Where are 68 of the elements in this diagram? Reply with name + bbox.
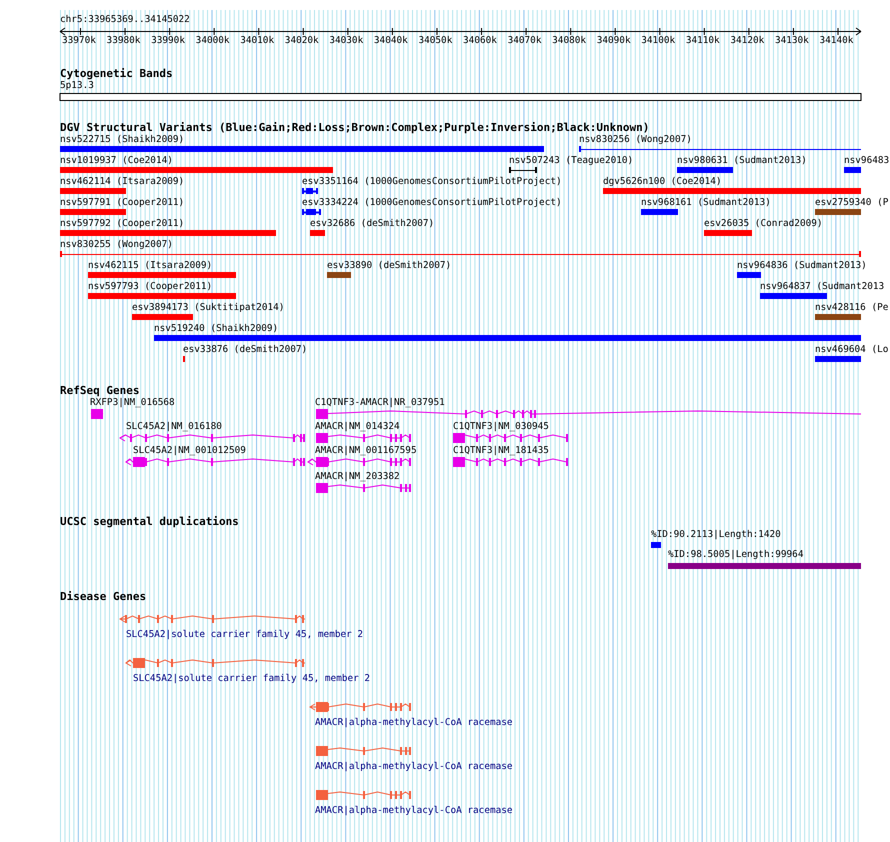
track-title: Disease Genes bbox=[60, 590, 146, 603]
tick-label: 33990k bbox=[151, 35, 185, 47]
gene-label: C1QTNF3|NM_030945 bbox=[453, 421, 549, 433]
variant-label: nsv462115 (Itsara2009) bbox=[88, 260, 212, 272]
variant-label: nsv462114 (Itsara2009) bbox=[60, 176, 184, 188]
track-title: UCSC segmental duplications bbox=[60, 515, 239, 528]
tick-label: 34060k bbox=[463, 35, 497, 47]
disease-gene-label: AMACR|alpha-methylacyl-CoA racemase bbox=[315, 761, 513, 773]
track-title: DGV Structural Variants (Blue:Gain;Red:Loss;Brown:Complex;Purple:Inversion;Black:Unknown) bbox=[60, 121, 650, 134]
gene-label: AMACR|NM_014324 bbox=[315, 421, 400, 433]
disease-gene-label: SLC45A2|solute carrier family 45, member 2 bbox=[133, 673, 370, 685]
variant-label: nsv428116 (Pe bbox=[815, 302, 888, 314]
variant-label: nsv964837 (Sudmant2013 bbox=[760, 281, 884, 293]
tick-label: 34140k bbox=[820, 35, 854, 47]
tick-label: 34070k bbox=[508, 35, 542, 47]
duplication-label: %ID:90.2113|Length:1420 bbox=[651, 529, 781, 541]
gene-label: RXFP3|NM_016568 bbox=[90, 397, 175, 409]
coordinate-label: chr5:33965369..34145022 bbox=[60, 14, 190, 26]
variant-label: esv3334224 (1000GenomesConsortiumPilotProject) bbox=[302, 197, 562, 209]
gene-label: SLC45A2|NM_001012509 bbox=[133, 445, 246, 457]
variant-label: nsv96483 bbox=[844, 155, 890, 167]
track-title: RefSeq Genes bbox=[60, 384, 140, 397]
tick-label: 34120k bbox=[730, 35, 764, 47]
variant-label: nsv507243 (Teague2010) bbox=[509, 155, 634, 167]
tick-label: 33980k bbox=[106, 35, 140, 47]
tick-label: 34130k bbox=[774, 35, 809, 47]
tick-label: 33970k bbox=[62, 35, 96, 47]
variant-label: nsv597791 (Cooper2011) bbox=[60, 197, 184, 209]
variant-label: esv3894173 (Suktitipat2014) bbox=[132, 302, 284, 314]
tick-label: 34030k bbox=[329, 35, 364, 47]
variant-label: dgv5626n100 (Coe2014) bbox=[603, 176, 722, 188]
variant-label: esv26035 (Conrad2009) bbox=[704, 218, 823, 230]
variant-label: nsv469604 (Lo bbox=[815, 344, 888, 356]
tick-label: 34100k bbox=[641, 35, 676, 47]
disease-gene-label: SLC45A2|solute carrier family 45, member 2 bbox=[126, 629, 364, 641]
duplication-label: %ID:98.5005|Length:99964 bbox=[668, 549, 804, 561]
tick-label: 34110k bbox=[686, 35, 720, 47]
variant-label: nsv980631 (Sudmant2013) bbox=[677, 155, 807, 167]
track-title: Cytogenetic Bands bbox=[60, 67, 173, 80]
disease-gene-label: AMACR|alpha-methylacyl-CoA racemase bbox=[315, 717, 513, 729]
variant-label: nsv964836 (Sudmant2013) bbox=[737, 260, 867, 272]
variant-label: nsv597793 (Cooper2011) bbox=[88, 281, 212, 293]
variant-label: nsv519240 (Shaikh2009) bbox=[154, 323, 278, 335]
variant-label: esv2759340 (P bbox=[815, 197, 888, 209]
tick-label: 34000k bbox=[196, 35, 230, 47]
variant-label: nsv597792 (Cooper2011) bbox=[60, 218, 184, 230]
variant-label: nsv830256 (Wong2007) bbox=[579, 134, 692, 146]
tick-label: 34010k bbox=[240, 35, 274, 47]
gene-label: C1QTNF3-AMACR|NR_037951 bbox=[315, 397, 445, 409]
variant-label: esv3351164 (1000GenomesConsortiumPilotProject) bbox=[302, 176, 562, 188]
disease-gene-label: AMACR|alpha-methylacyl-CoA racemase bbox=[315, 805, 513, 817]
tick-label: 34080k bbox=[552, 35, 586, 47]
gene-label: SLC45A2|NM_016180 bbox=[126, 421, 222, 433]
variant-label: esv33876 (deSmith2007) bbox=[183, 344, 308, 356]
variant-label: nsv968161 (Sudmant2013) bbox=[641, 197, 771, 209]
variant-label: esv32686 (deSmith2007) bbox=[310, 218, 434, 230]
gene-label: AMACR|NM_001167595 bbox=[315, 445, 417, 457]
gene-label: C1QTNF3|NM_181435 bbox=[453, 445, 549, 457]
tick-label: 34020k bbox=[284, 35, 319, 47]
band-label: 5p13.3 bbox=[60, 80, 94, 92]
variant-label: esv33890 (deSmith2007) bbox=[327, 260, 452, 272]
variant-label: nsv830255 (Wong2007) bbox=[60, 239, 173, 251]
tick-label: 34090k bbox=[596, 35, 631, 47]
variant-label: nsv522715 (Shaikh2009) bbox=[60, 134, 184, 146]
tick-label: 34040k bbox=[374, 35, 408, 47]
gene-label: AMACR|NM_203382 bbox=[315, 471, 400, 483]
tick-label: 34050k bbox=[418, 35, 452, 47]
variant-label: nsv1019937 (Coe2014) bbox=[60, 155, 173, 167]
